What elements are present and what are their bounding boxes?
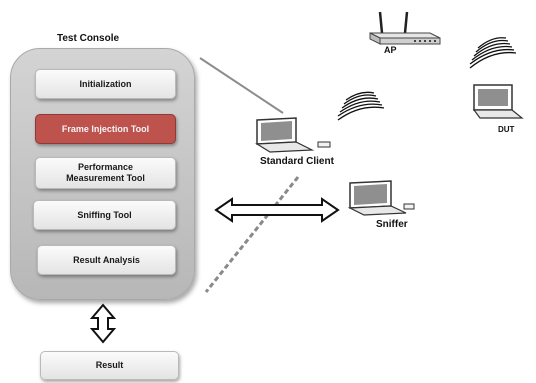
dashed-separator xyxy=(204,176,300,293)
wifi-signal-icon xyxy=(337,91,385,121)
console-client-link xyxy=(199,57,284,114)
sniffing-tool-module[interactable]: Sniffing Tool xyxy=(33,200,176,230)
frame-injection-tool-module[interactable]: Frame Injection Tool xyxy=(35,114,176,144)
initialization-module[interactable]: Initialization xyxy=(35,69,176,99)
laptop-icon xyxy=(472,84,524,119)
wireless-router-icon xyxy=(369,11,441,45)
double-arrow-horizontal xyxy=(214,197,340,223)
ap-label: AP xyxy=(384,45,397,55)
result-box[interactable]: Result xyxy=(40,351,179,380)
sniffer-label: Sniffer xyxy=(376,219,408,230)
console-title: Test Console xyxy=(57,33,120,44)
dut-label: DUT xyxy=(498,125,515,134)
standard-client-label: Standard Client xyxy=(260,156,334,167)
result-analysis-module[interactable]: Result Analysis xyxy=(37,245,176,275)
double-arrow-vertical xyxy=(89,303,117,344)
laptop-icon xyxy=(255,117,331,153)
performance-measurement-tool-module[interactable]: Performance Measurement Tool xyxy=(35,157,176,189)
wifi-signal-icon xyxy=(469,37,517,69)
laptop-icon xyxy=(347,180,415,216)
